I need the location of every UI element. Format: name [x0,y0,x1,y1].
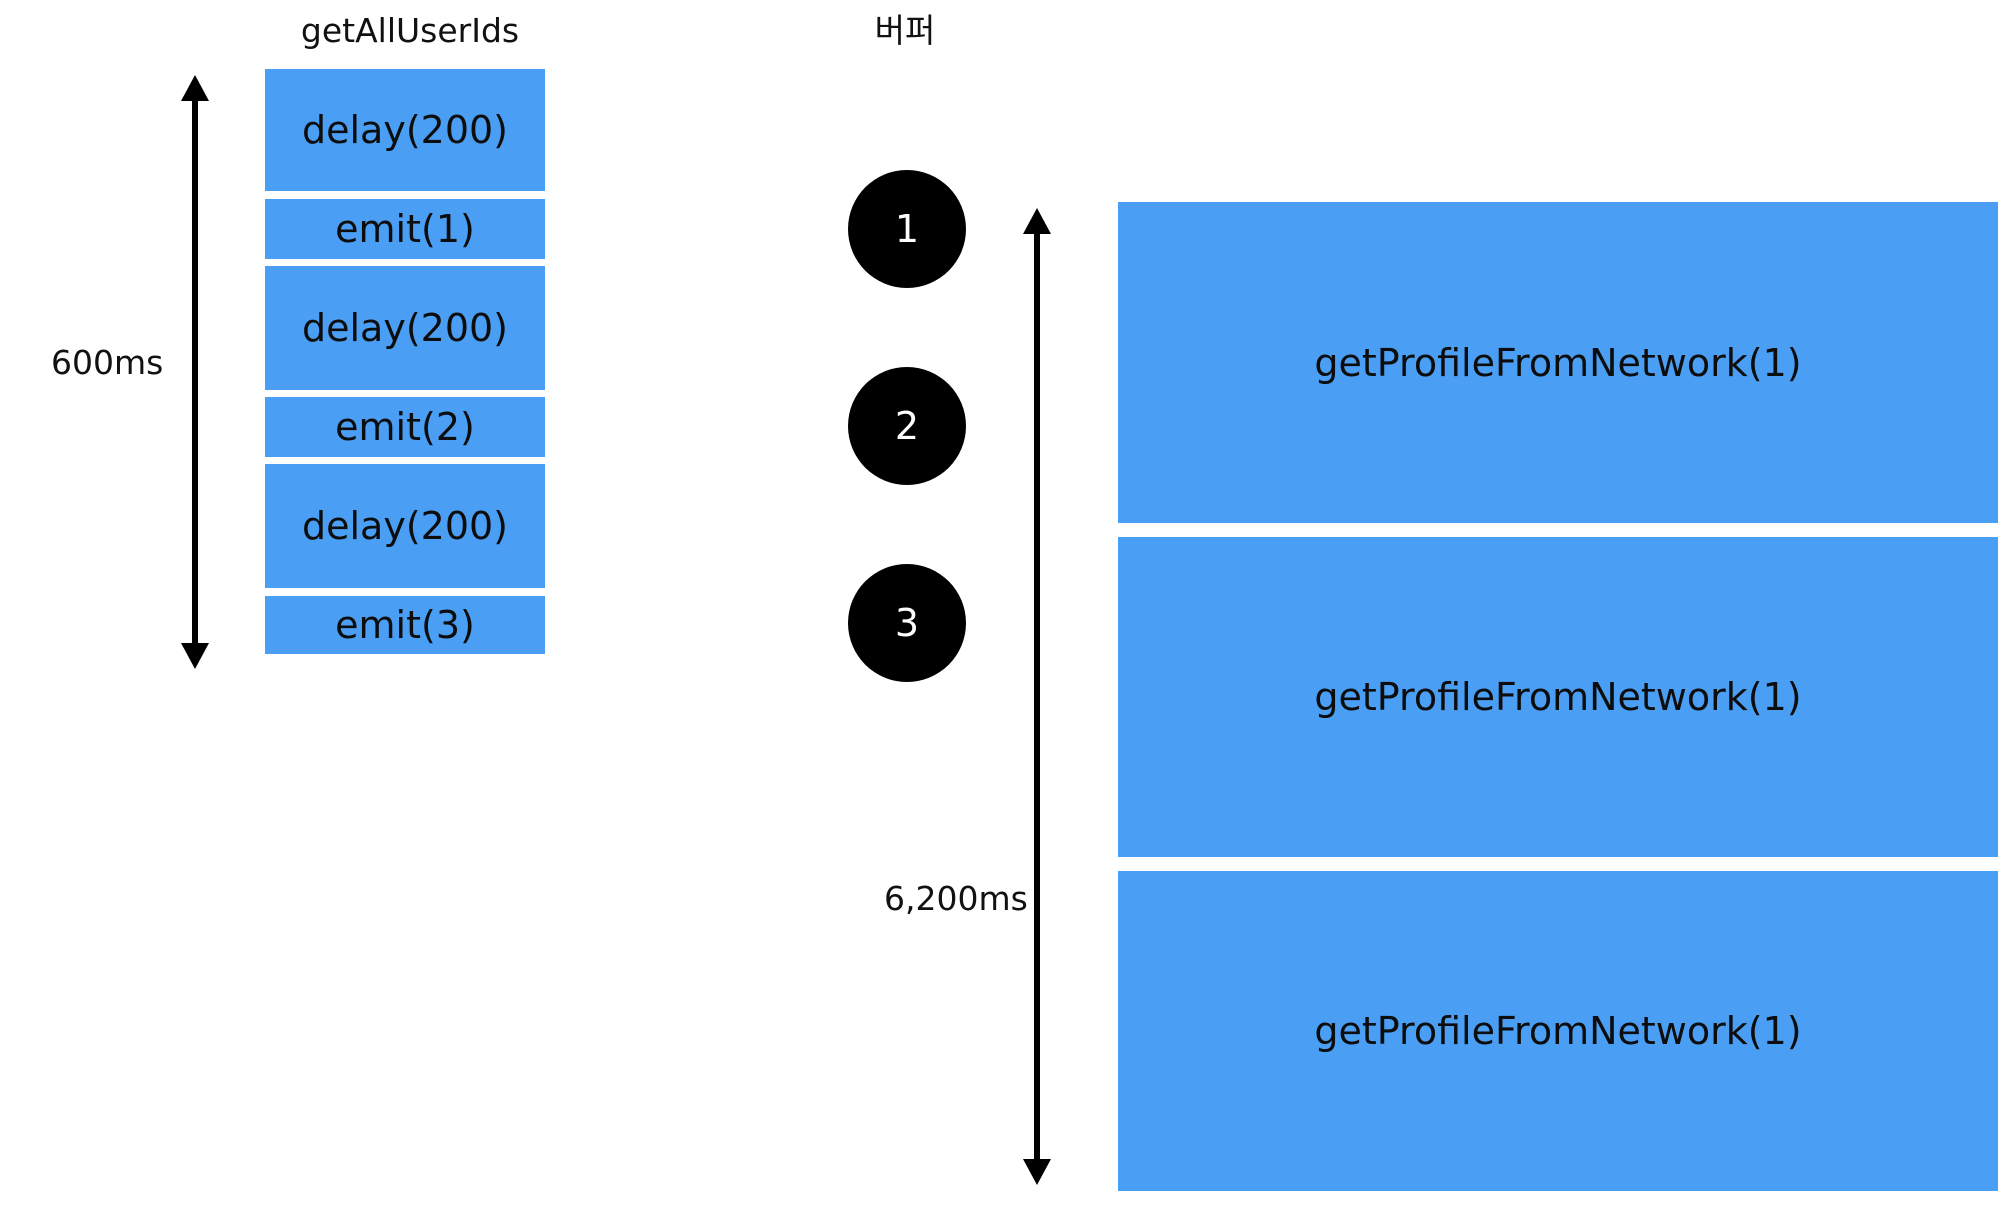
step-emit-3: emit(3) [265,596,545,654]
buffer-title: 버퍼 [874,11,936,50]
left-column-title: getAllUserIds [300,11,520,50]
buffer-item-3: 3 [848,564,966,682]
network-call-block-2: getProfileFromNetwork(1) [1118,537,1998,857]
network-call-block-1: getProfileFromNetwork(1) [1118,202,1998,523]
step-delay-3: delay(200) [265,464,545,588]
buffer-item-1: 1 [848,170,966,288]
left-duration-arrow [181,75,209,669]
network-call-block-3: getProfileFromNetwork(1) [1118,871,1998,1191]
left-duration-label: 600ms [51,343,164,382]
step-delay-2: delay(200) [265,266,545,390]
right-duration-arrow [1023,208,1051,1185]
buffer-item-2: 2 [848,367,966,485]
step-emit-1: emit(1) [265,199,545,259]
step-delay-1: delay(200) [265,69,545,191]
step-emit-2: emit(2) [265,397,545,457]
right-duration-label: 6,200ms [884,879,1028,918]
